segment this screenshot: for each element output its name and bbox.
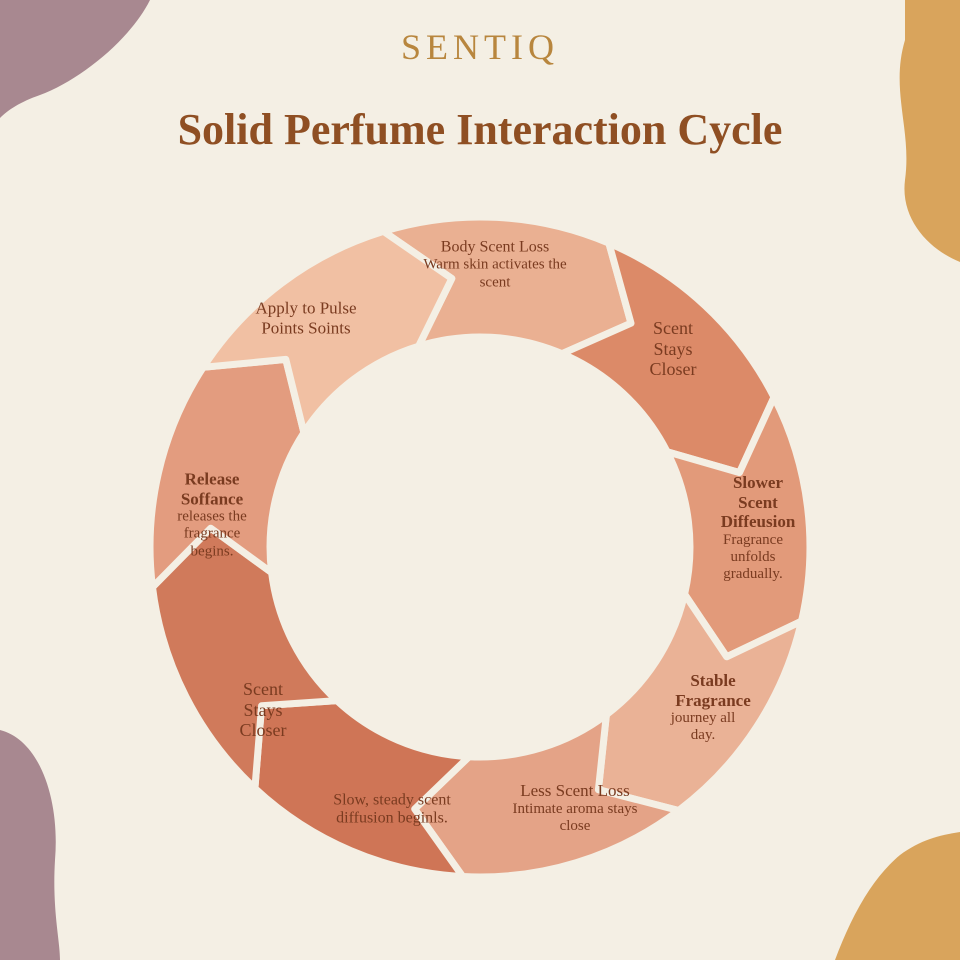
blob-top-right xyxy=(899,0,960,262)
step-label-1: Scent Stays Closer xyxy=(649,317,697,380)
brand-logo: SENTIQ xyxy=(401,27,559,67)
blob-bottom-right xyxy=(835,832,960,960)
blob-bottom-left xyxy=(0,730,60,960)
step-label-6: Scent Stays Closer xyxy=(239,678,287,741)
step-label-5: Slow, steady scent diffusion beginls. xyxy=(333,791,451,827)
page-title: Solid Perfume Interaction Cycle xyxy=(177,105,783,154)
blob-top-left xyxy=(0,0,150,118)
cycle-arrow-segment-8 xyxy=(199,227,456,437)
step-label-8: Apply to Pulse Points Soints xyxy=(255,298,357,337)
